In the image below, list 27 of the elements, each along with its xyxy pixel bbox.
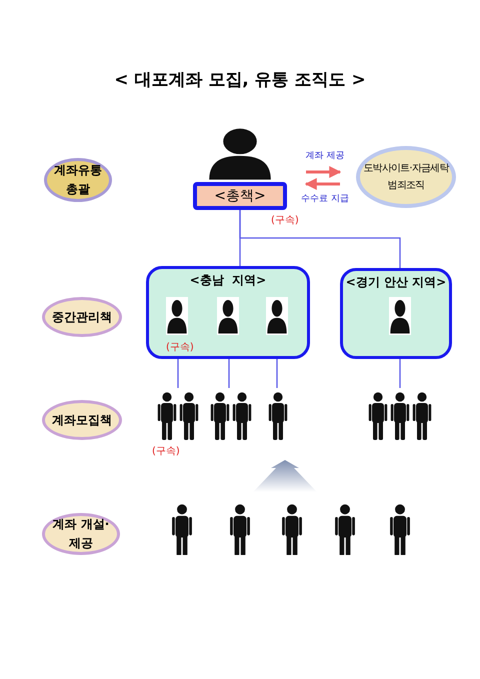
role-label-pill: 중간관리책 — [42, 297, 122, 337]
status-note: (구속) — [152, 445, 180, 458]
connector-line — [399, 359, 401, 388]
organization-ellipse: 도박사이트·자금세탁 범죄조직 — [356, 146, 456, 208]
edge-label: 계좌 제공 — [304, 150, 346, 162]
connector-line — [228, 359, 230, 388]
arrow — [304, 178, 340, 190]
connector-line — [239, 210, 401, 268]
arrow — [306, 166, 342, 178]
region-title: <충남 지역> — [188, 272, 268, 289]
connector-line — [276, 359, 278, 388]
role-label-pill: 계좌모집책 — [42, 400, 122, 440]
connector-line — [177, 359, 179, 388]
people-icon — [156, 391, 200, 441]
people-icon — [366, 391, 434, 441]
status-note: (구속) — [166, 341, 194, 354]
title: < 대포계좌 모집, 유통 조직도 > — [113, 69, 367, 91]
role-label-pill: 계좌유통 총괄 — [44, 158, 112, 202]
person-icon — [268, 391, 288, 441]
region-box — [340, 268, 452, 359]
region-title: <경기 안산 지역> — [344, 274, 448, 291]
people-icon — [209, 391, 253, 441]
edge-label: 수수료 지급 — [300, 193, 350, 205]
region-box — [146, 266, 310, 359]
role-label-pill: 계좌 개설·제공 — [42, 513, 120, 555]
title-box: <총책> — [193, 182, 287, 210]
status-note: (구속) — [271, 214, 299, 227]
